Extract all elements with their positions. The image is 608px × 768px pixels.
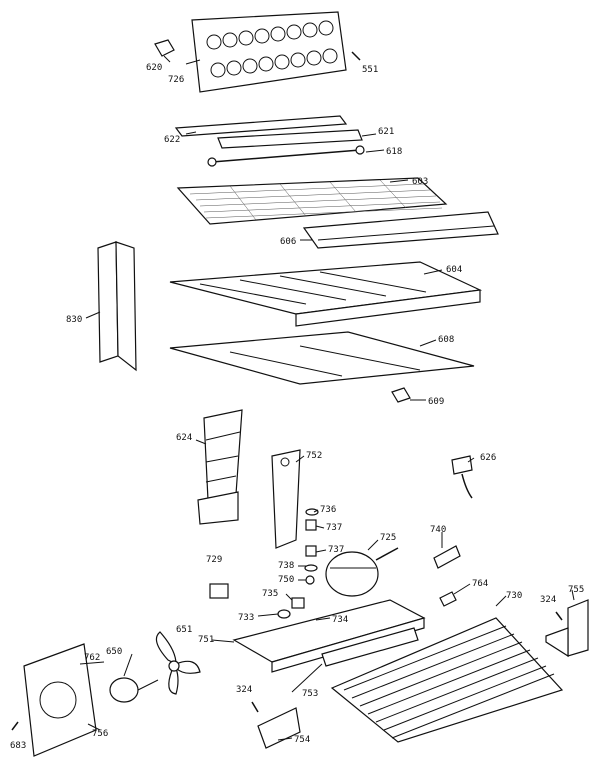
label-603: 603 [412, 177, 428, 187]
base-751 [232, 599, 426, 673]
rail-753 [321, 627, 419, 667]
label-624: 624 [176, 433, 192, 443]
rail-621 [217, 129, 363, 149]
label-756: 756 [92, 729, 108, 739]
label-734: 734 [332, 615, 348, 625]
post-830 [97, 241, 137, 372]
label-750: 750 [278, 575, 294, 585]
label-733: 733 [238, 613, 254, 623]
label-730: 730 [506, 591, 522, 601]
label-650: 650 [106, 647, 122, 657]
label-626: 626 [480, 453, 496, 463]
bracket-752 [271, 449, 301, 549]
condenser-730 [330, 617, 564, 743]
label-751: 751 [198, 635, 214, 645]
bracket-622 [174, 115, 348, 137]
label-622: 622 [164, 135, 180, 145]
label-551: 551 [362, 65, 378, 75]
label-764: 764 [472, 579, 488, 589]
label-324b: 324 [236, 685, 252, 695]
screw-683 [11, 721, 19, 731]
label-754: 754 [294, 735, 310, 745]
label-737b: 737 [328, 545, 344, 555]
grommet-736 [305, 508, 319, 516]
label-725: 725 [380, 533, 396, 543]
duct-624 [197, 409, 243, 525]
grommet-737b [305, 545, 317, 557]
label-729: 729 [206, 555, 222, 565]
fan-motor-650 [109, 677, 159, 703]
bar-618 [207, 145, 365, 167]
label-324a: 324 [540, 595, 556, 605]
label-621: 621 [378, 127, 394, 137]
label-762: 762 [84, 653, 100, 663]
label-608: 608 [438, 335, 454, 345]
relay-740 [433, 545, 461, 569]
screw-324a [555, 611, 563, 621]
label-609: 609 [428, 397, 444, 407]
part-733 [277, 609, 291, 619]
grommet-737a [305, 519, 317, 531]
label-755: 755 [568, 585, 584, 595]
compressor-725 [325, 547, 399, 597]
label-618: 618 [386, 147, 402, 157]
screw-324b [251, 701, 259, 713]
leader-lines [79, 59, 575, 741]
screw-551 [351, 51, 361, 61]
label-740: 740 [430, 525, 446, 535]
pan-608 [169, 331, 475, 385]
knob-620 [154, 39, 175, 63]
thermostat-626 [451, 455, 473, 499]
bracket-754 [257, 707, 301, 749]
label-620: 620 [146, 63, 162, 73]
label-604: 604 [446, 265, 462, 275]
label-830: 830 [66, 315, 82, 325]
evaporator-shelf-604 [169, 261, 483, 327]
cover-606 [302, 211, 499, 249]
label-683: 683 [10, 741, 26, 751]
wire-shelf-603 [176, 177, 448, 225]
label-726: 726 [168, 75, 184, 85]
label-651: 651 [176, 625, 192, 635]
label-606: 606 [280, 237, 296, 247]
capacitor-729 [209, 583, 229, 599]
part-735 [291, 597, 305, 609]
washer-750 [305, 575, 315, 585]
label-736: 736 [320, 505, 336, 515]
label-738: 738 [278, 561, 294, 571]
clip-609 [391, 387, 411, 403]
label-737a: 737 [326, 523, 342, 533]
spacer-738 [304, 564, 318, 572]
fan-shroud-762 [23, 643, 97, 757]
clip-764 [439, 591, 457, 607]
label-753: 753 [302, 689, 318, 699]
bracket-755 [545, 599, 589, 658]
condenser-coil-726 [191, 11, 347, 93]
label-752: 752 [306, 451, 322, 461]
label-735: 735 [262, 589, 278, 599]
fan-blade-651 [155, 631, 201, 695]
